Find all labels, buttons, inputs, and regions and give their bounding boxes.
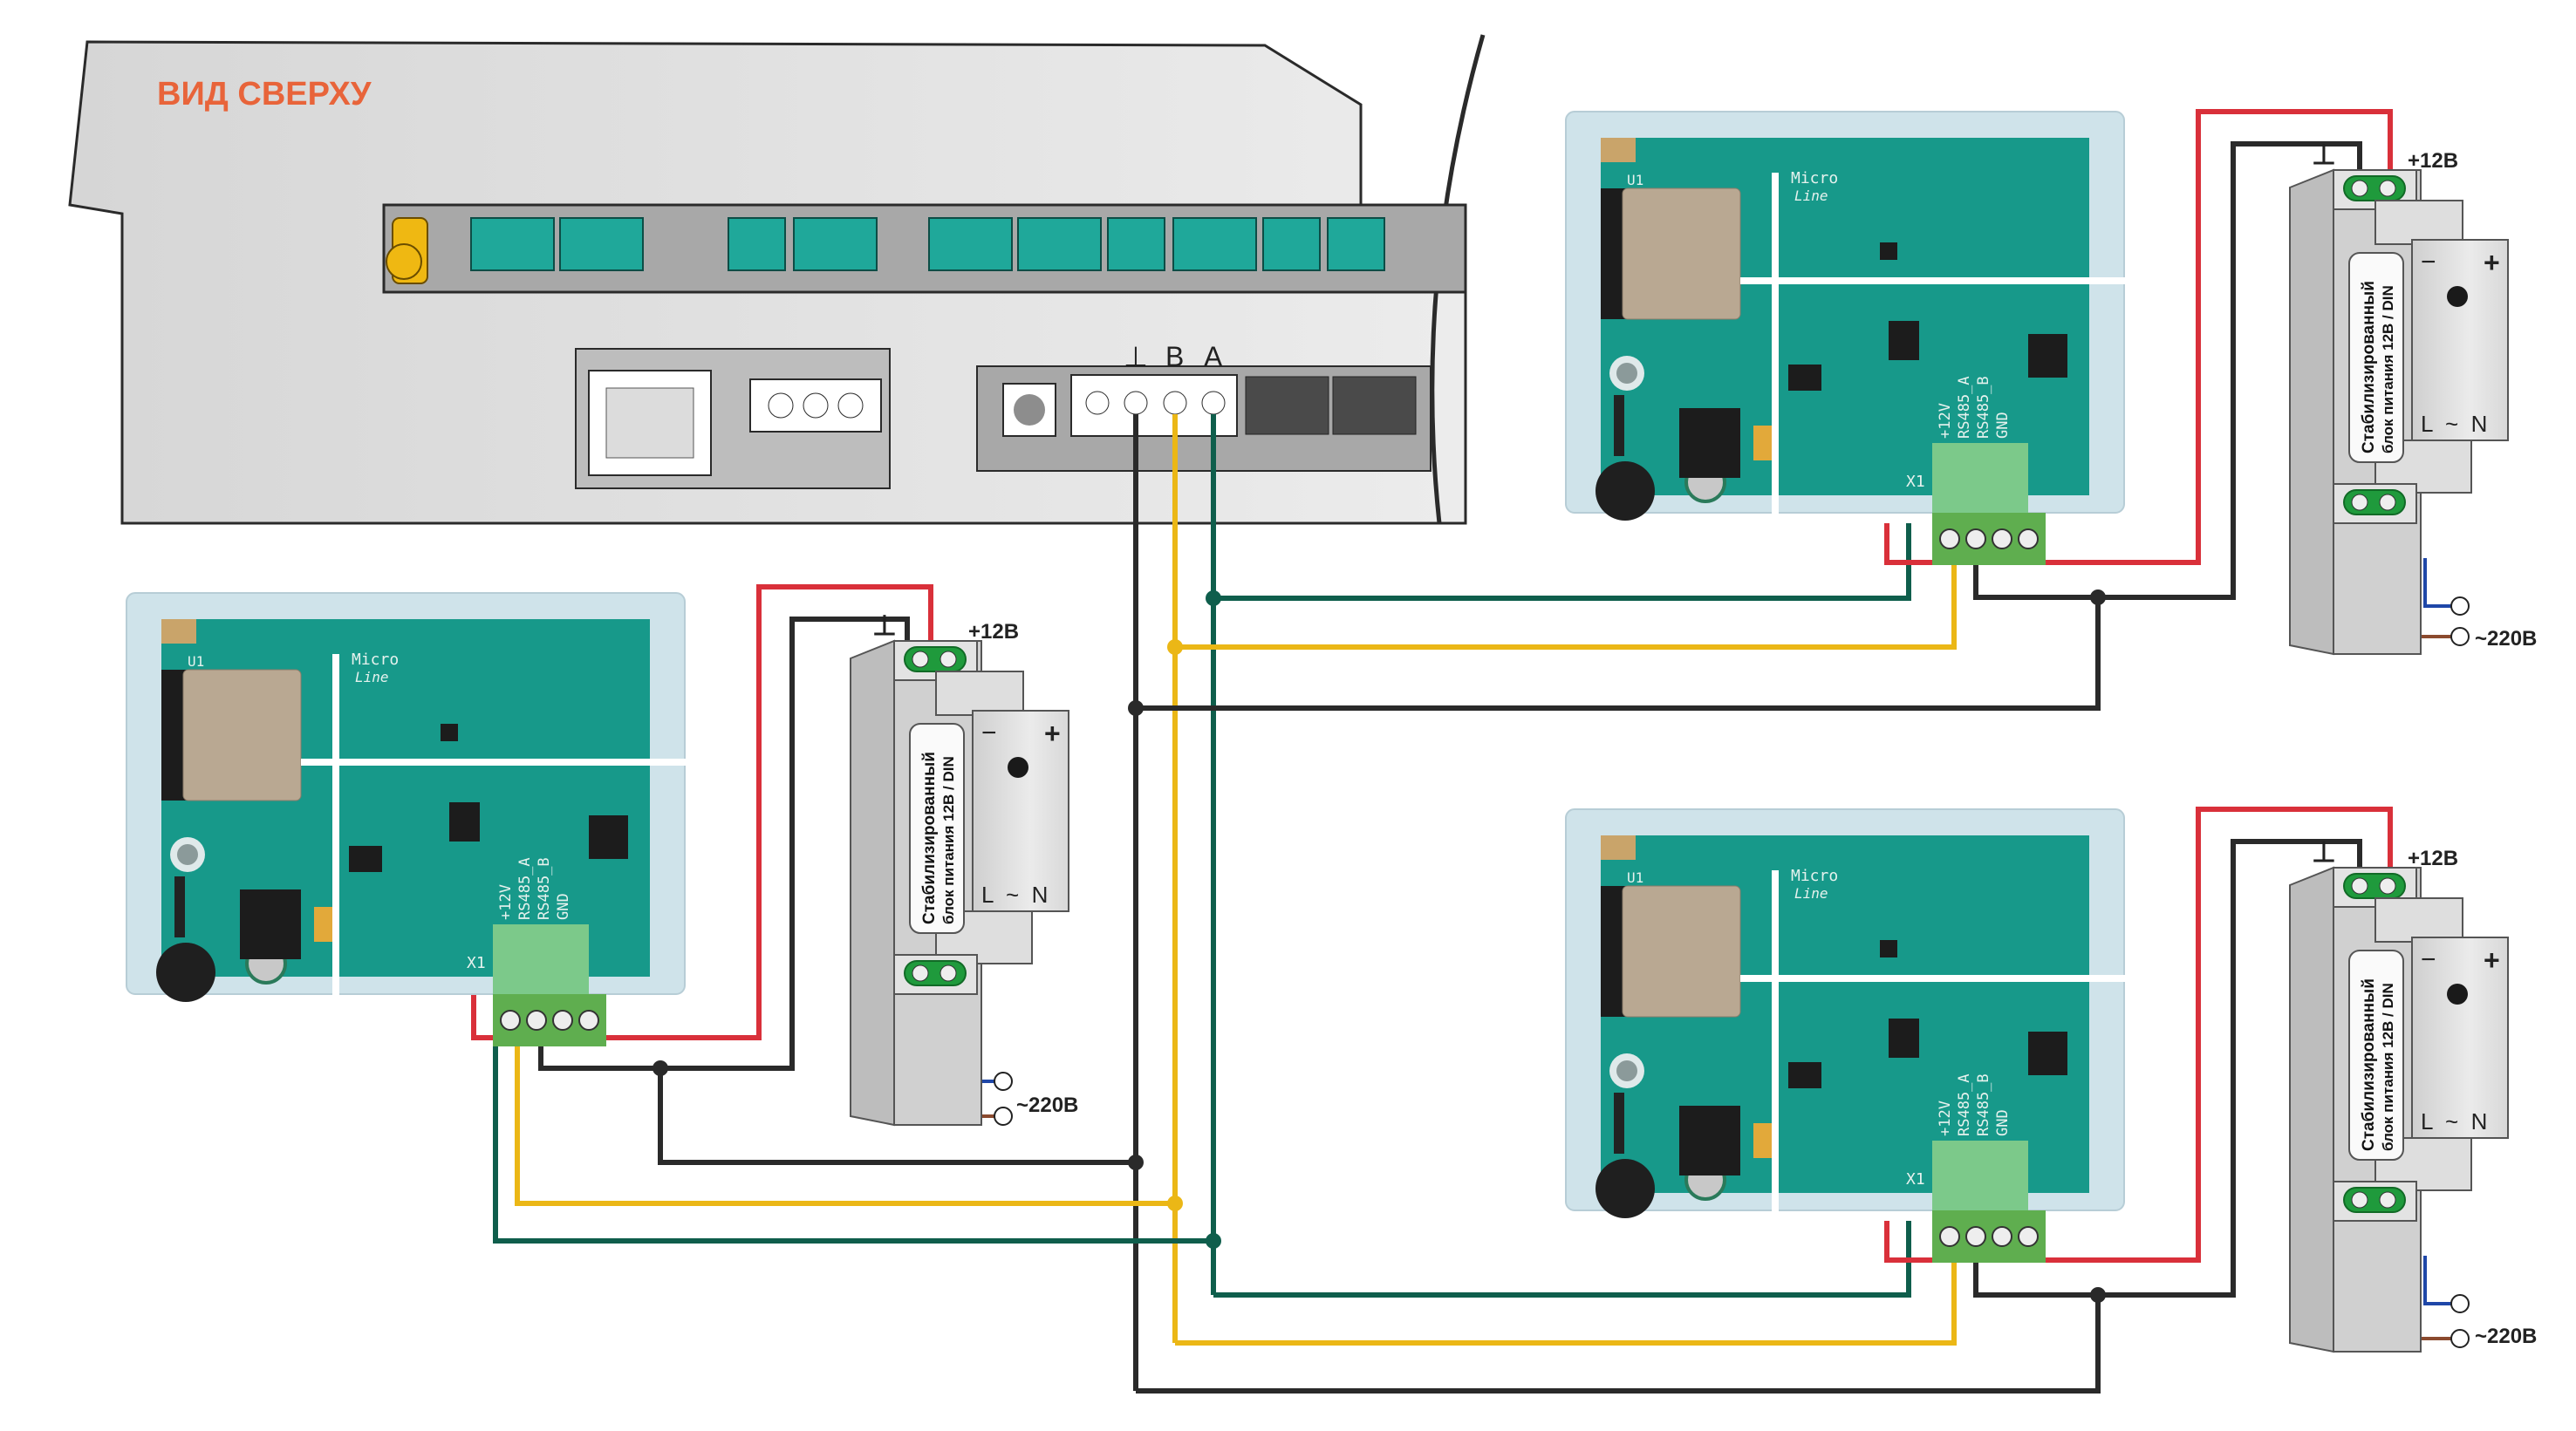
silk-terminal: X1 bbox=[1906, 473, 1925, 491]
wire-ac-n-br bbox=[2423, 1256, 2451, 1305]
wire-12v-board-br bbox=[1884, 807, 2393, 1263]
wire-gnd-psu-br bbox=[2098, 839, 2362, 1298]
wire-gnd-left-bus bbox=[658, 1068, 1136, 1165]
reset-button-cap bbox=[1014, 394, 1045, 426]
silk-terminal: X1 bbox=[1906, 1170, 1925, 1189]
wire-a-board-left bbox=[493, 981, 1213, 1244]
silk-pin-a: RS485_A bbox=[1956, 1073, 1973, 1136]
wire-a-board-br bbox=[1213, 1221, 1911, 1298]
dark-terminals bbox=[1245, 376, 1417, 435]
psu-in-label: ~220В bbox=[2475, 627, 2537, 651]
io-terminal-row bbox=[470, 217, 1385, 271]
power-terminal bbox=[749, 378, 882, 433]
silk-pin-gnd: GND bbox=[1994, 412, 2012, 439]
view-title: ВИД СВЕРХУ bbox=[157, 76, 372, 112]
silk-pin-a: RS485_A bbox=[1956, 376, 1973, 439]
psu-label-line1: Стабилизированный bbox=[2360, 281, 2378, 453]
rs485-gnd-label: ⊥ bbox=[1124, 341, 1148, 372]
silk-pin-gnd: GND bbox=[1994, 1109, 2012, 1136]
wire-b-board-br bbox=[1175, 1221, 1957, 1346]
psu-label-line2: блок питания 12В / DIN bbox=[940, 756, 957, 924]
psu-plus: + bbox=[1044, 718, 1061, 749]
silk-terminal: X1 bbox=[467, 954, 486, 972]
silk-module: U1 bbox=[188, 653, 204, 670]
psu-ac-label: L ~ N bbox=[981, 882, 1048, 908]
psu-top-right: Стабилизированный блок питания 12В / DIN… bbox=[2289, 139, 2537, 655]
psu-label-line1: Стабилизированный bbox=[920, 752, 939, 924]
psu-ac-label: L ~ N bbox=[2421, 411, 2487, 437]
wire-gnd-psu-tr bbox=[2098, 141, 2362, 600]
psu-plus: + bbox=[2484, 247, 2500, 278]
wire-b-board-tr bbox=[1175, 523, 1957, 650]
psu-minus: − bbox=[2421, 945, 2436, 974]
rs485-a-label: A bbox=[1204, 341, 1223, 372]
silk-pin-12v: +12V bbox=[497, 884, 515, 920]
wire-ac-n-tr bbox=[2423, 558, 2451, 608]
psu-label-line1: Стабилизированный bbox=[2360, 978, 2378, 1151]
silk-pin-b: RS485_B bbox=[536, 857, 553, 920]
psu-label-line2: блок питания 12В / DIN bbox=[2380, 983, 2396, 1151]
silk-module: U1 bbox=[1627, 172, 1643, 188]
wire-a-board-tr bbox=[1213, 523, 1911, 601]
ac-terminals bbox=[994, 596, 2470, 1348]
wire-b-board-left bbox=[515, 981, 1175, 1206]
antenna-connector bbox=[386, 217, 428, 284]
silk-pin-12v: +12V bbox=[1937, 403, 1954, 439]
silk-pin-a: RS485_A bbox=[516, 857, 534, 920]
psu-left: Стабилизированный блок питания 12В / DIN… bbox=[850, 610, 1078, 1126]
controller-device: ВИД СВЕРХУ ⊥ B bbox=[68, 34, 1486, 525]
psu-minus: − bbox=[981, 719, 997, 747]
brand-micro: Micro bbox=[352, 651, 399, 669]
wire-12v-board-left bbox=[471, 584, 933, 1040]
board-left: Micro Line U1 X1 +12V RS485_A RS485_B GN… bbox=[125, 591, 704, 1066]
ethernet-port bbox=[588, 370, 712, 476]
psu-gnd-symbol: ⊥ bbox=[872, 610, 897, 641]
psu-gnd-symbol: ⊥ bbox=[2312, 836, 2336, 868]
silk-pin-b: RS485_B bbox=[1975, 376, 1992, 439]
psu-bottom-right: Стабилизированный блок питания 12В / DIN… bbox=[2289, 836, 2537, 1353]
psu-out-label: +12В bbox=[2408, 149, 2458, 173]
silk-pin-12v: +12V bbox=[1937, 1101, 1954, 1136]
psu-out-label: +12В bbox=[968, 620, 1019, 644]
rs485-b-label: B bbox=[1165, 341, 1184, 372]
silk-module: U1 bbox=[1627, 869, 1643, 886]
silk-pin-gnd: GND bbox=[555, 893, 572, 920]
wire-gnd-board-left bbox=[538, 617, 910, 1071]
psu-plus: + bbox=[2484, 944, 2500, 976]
brand-micro: Micro bbox=[1791, 169, 1838, 187]
silk-pin-b: RS485_B bbox=[1975, 1073, 1992, 1136]
brand-micro: Micro bbox=[1791, 867, 1838, 885]
brand-line: Line bbox=[1794, 885, 1828, 902]
psu-in-label: ~220В bbox=[2475, 1325, 2537, 1348]
psu-out-label: +12В bbox=[2408, 847, 2458, 870]
board-top-right: Micro Line U1 X1 +12V RS485_A RS485_B GN… bbox=[1564, 110, 2143, 584]
brand-line: Line bbox=[1794, 187, 1828, 204]
psu-in-label: ~220В bbox=[1016, 1094, 1078, 1117]
psu-label-line2: блок питания 12В / DIN bbox=[2380, 285, 2396, 453]
wire-12v-board-tr bbox=[1884, 109, 2393, 565]
board-bottom-right: Micro Line U1 X1 +12V RS485_A RS485_B GN… bbox=[1564, 807, 2143, 1282]
psu-ac-label: L ~ N bbox=[2421, 1108, 2487, 1135]
junction-dots bbox=[653, 589, 2106, 1303]
psu-gnd-symbol: ⊥ bbox=[2312, 139, 2336, 170]
brand-line: Line bbox=[355, 669, 389, 685]
psu-minus: − bbox=[2421, 248, 2436, 276]
rs485-terminal: ⊥ B A bbox=[1070, 341, 1238, 437]
